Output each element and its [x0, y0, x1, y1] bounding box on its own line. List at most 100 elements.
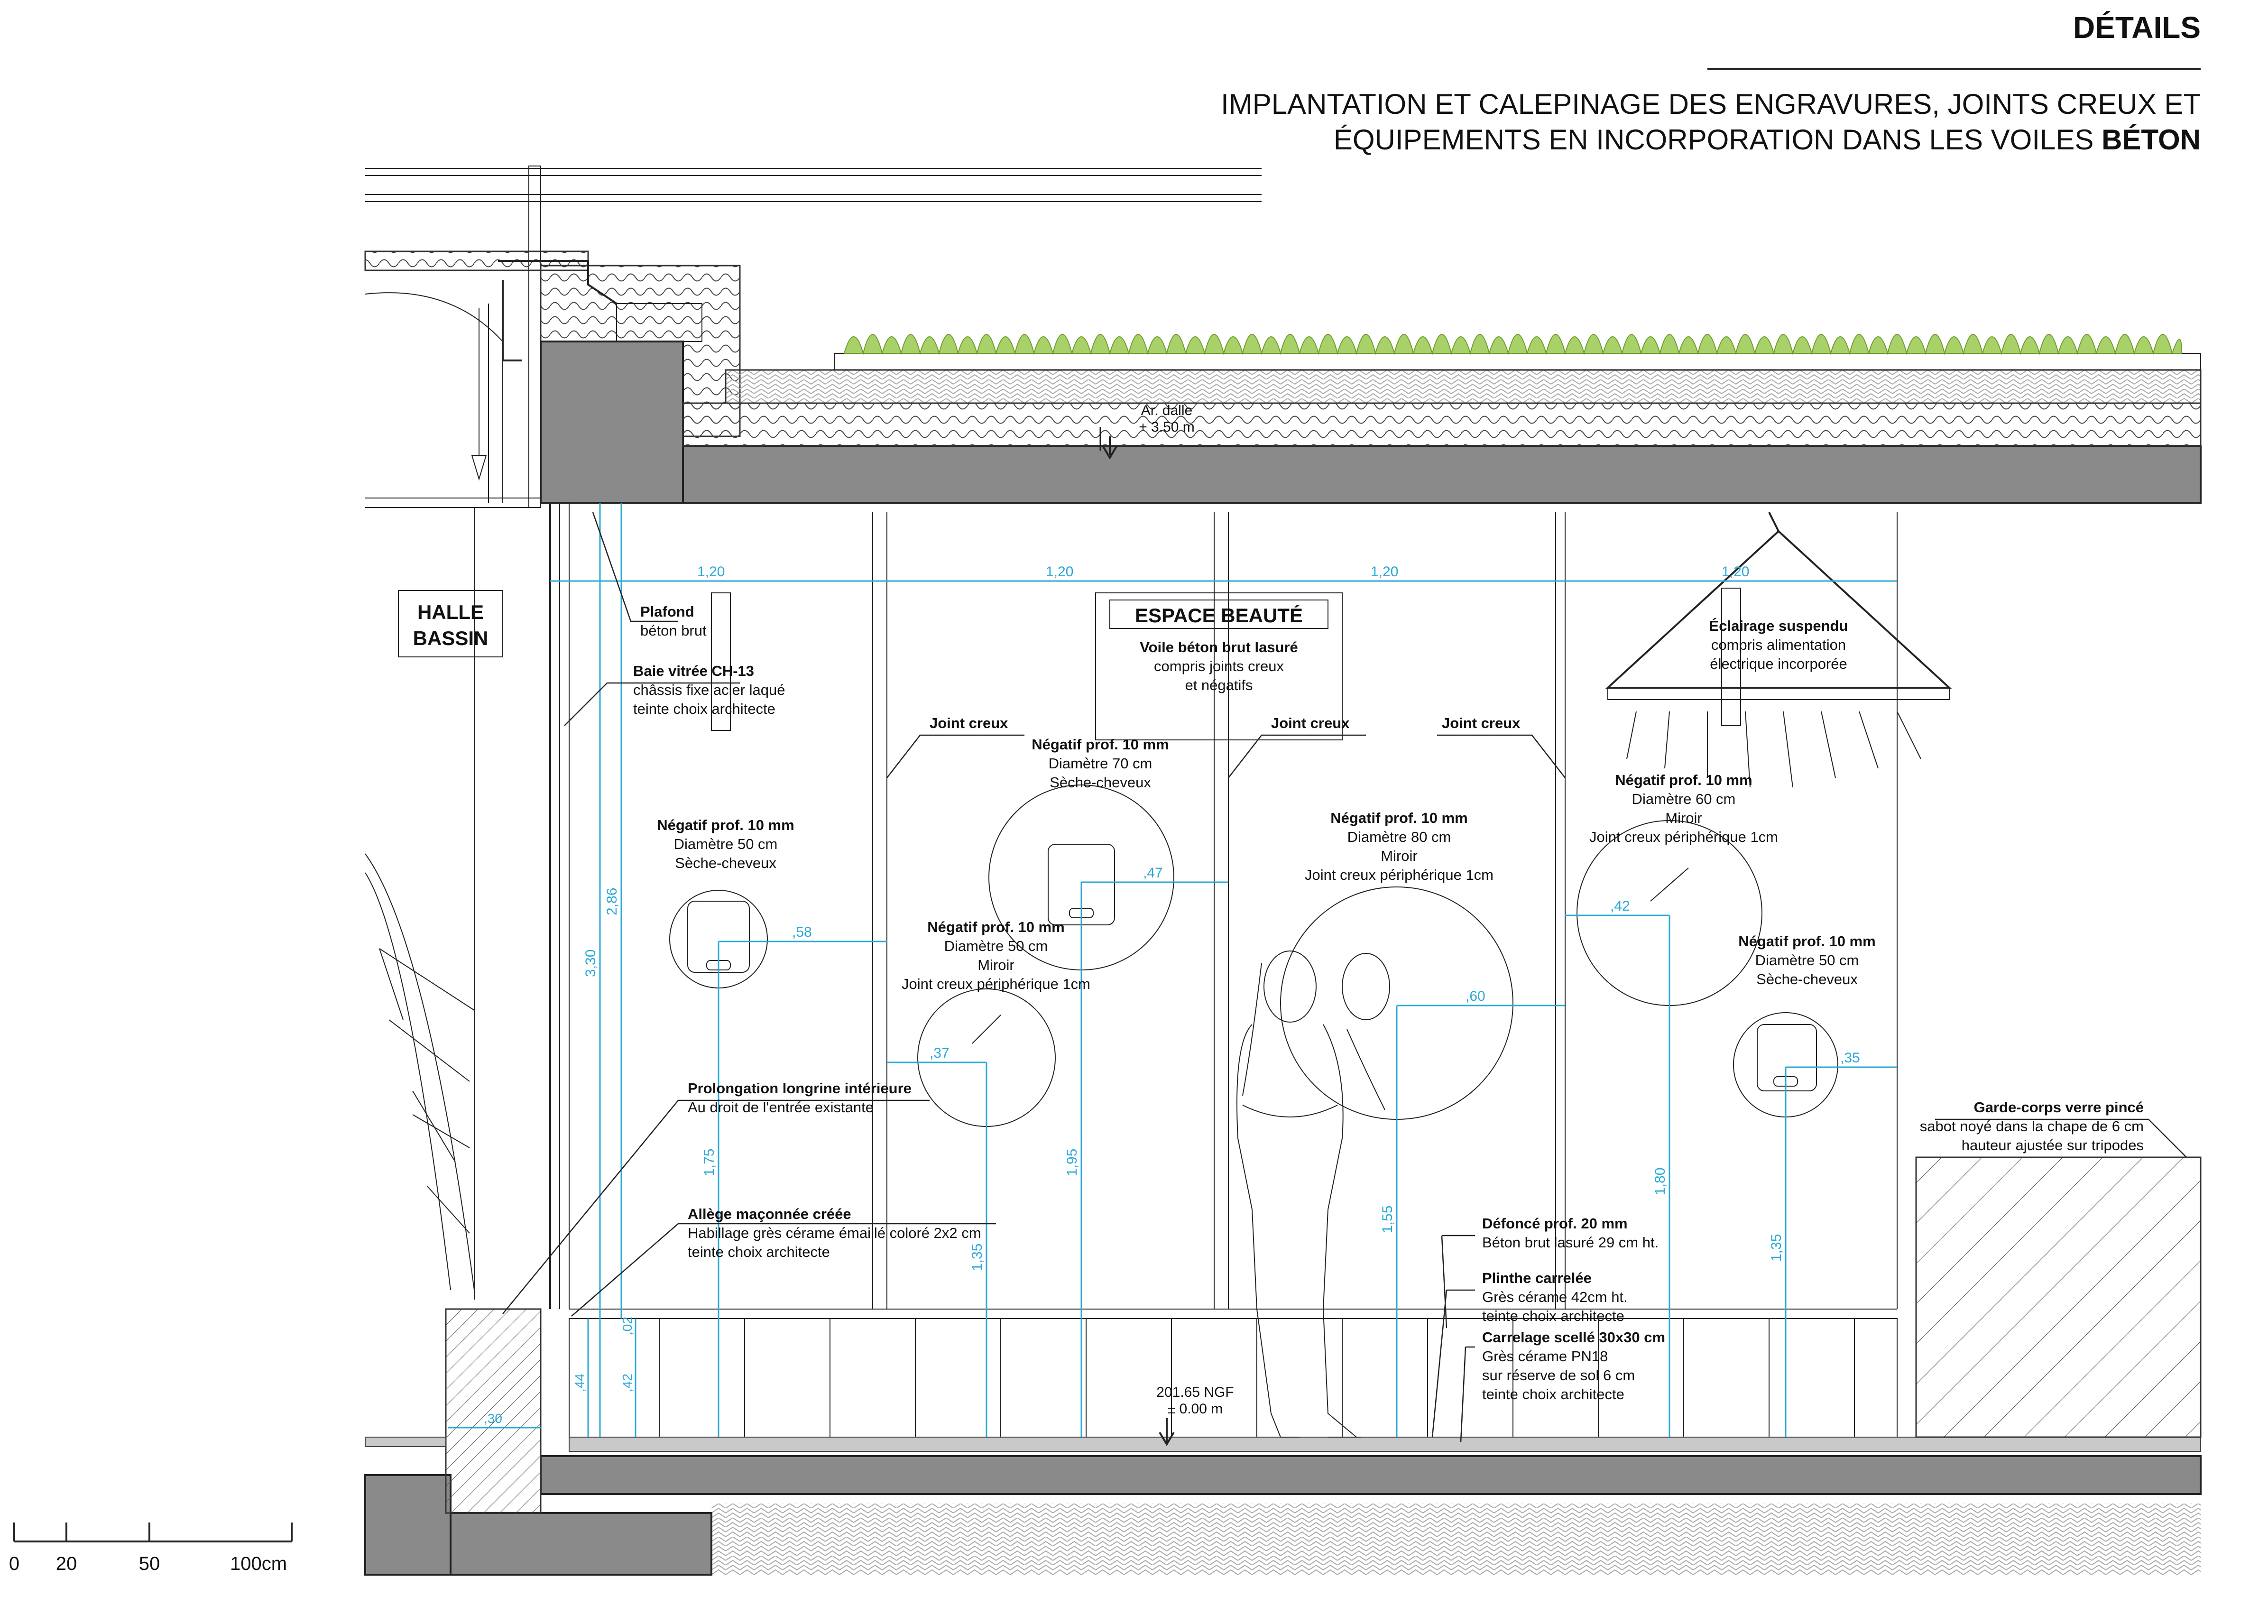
- neg6-line2: Sèche-cheveux: [1756, 971, 1858, 987]
- subtitle-line-1: IMPLANTATION ET CALEPINAGE DES ENGRAVURE…: [1221, 88, 2201, 120]
- defonce-title: Défoncé prof. 20 mm: [1482, 1215, 1628, 1232]
- eclairage-line1: compris alimentation: [1711, 637, 1846, 653]
- dalle-level-2: + 3.50 m: [1139, 419, 1195, 435]
- carrelage-title: Carrelage scellé 30x30 cm: [1482, 1329, 1665, 1346]
- neg3-line2: Miroir: [977, 957, 1014, 973]
- glass-guardrail: [1915, 1156, 2202, 1438]
- dim-h3: 1,20: [1371, 564, 1398, 580]
- neg6-title: Négatif prof. 10 mm: [1738, 933, 1875, 950]
- room-label-halle: HALLE BASSIN: [398, 590, 503, 657]
- person-silhouette: [1236, 950, 1390, 1438]
- concrete-wall: [549, 503, 1898, 1438]
- neg2-line1: Diamètre 70 cm: [1049, 755, 1152, 772]
- dim-d60: ,60: [1466, 988, 1485, 1004]
- neg4-line1: Diamètre 80 cm: [1347, 829, 1451, 845]
- scale-bar: 0 20 50 100cm: [9, 1522, 293, 1574]
- scale-100: 100cm: [230, 1553, 287, 1574]
- dim-d42: ,42: [1610, 898, 1630, 914]
- scale-50: 50: [139, 1553, 160, 1574]
- defonce-line1: Béton brut lasuré 29 cm ht.: [1482, 1234, 1659, 1251]
- neg2-line2: Sèche-cheveux: [1050, 774, 1151, 791]
- neg5-line2: Miroir: [1665, 810, 1702, 826]
- garde-title: Garde-corps verre pincé: [1974, 1099, 2144, 1116]
- subtitle-line-2-bold: BÉTON: [2102, 124, 2201, 156]
- neg6-line1: Diamètre 50 cm: [1755, 952, 1859, 969]
- plinth-tiles: [659, 1319, 1855, 1437]
- roof: [498, 260, 2202, 504]
- neg5-line1: Diamètre 60 cm: [1632, 791, 1736, 807]
- dim-v135b: 1,35: [1769, 1234, 1784, 1262]
- ngf-level-2: ± 0.00 m: [1168, 1401, 1223, 1417]
- plinthe-line1: Grès cérame 42cm ht.: [1482, 1289, 1628, 1305]
- neg1-line2: Sèche-cheveux: [675, 855, 776, 871]
- dim-d37: ,37: [930, 1045, 950, 1061]
- dim-v175: 1,75: [701, 1149, 717, 1176]
- plinthe-title: Plinthe carrelée: [1482, 1270, 1592, 1286]
- plinthe-line2: teinte choix architecte: [1482, 1308, 1624, 1324]
- dim-d35: ,35: [1840, 1050, 1860, 1066]
- neg4-line3: Joint creux périphérique 1cm: [1305, 867, 1494, 883]
- allege-line1: Habillage grès cérame émaillé coloré 2x2…: [688, 1225, 981, 1241]
- dim-d30: ,30: [484, 1411, 502, 1426]
- baie-title: Baie vitrée CH-13: [633, 663, 754, 679]
- dim-d58: ,58: [792, 924, 812, 940]
- scale-0: 0: [9, 1553, 19, 1574]
- section-title: DÉTAILS: [2073, 10, 2201, 45]
- floor: 201.65 NGF ± 0.00 m: [364, 1308, 2202, 1576]
- ngf-level-1: 201.65 NGF: [1156, 1384, 1234, 1400]
- neg3-title: Négatif prof. 10 mm: [927, 919, 1064, 935]
- dim-v286: 2,86: [604, 888, 620, 915]
- plafond-line1: béton brut: [640, 622, 707, 639]
- neg1-title: Négatif prof. 10 mm: [657, 817, 794, 833]
- neg4-title: Négatif prof. 10 mm: [1330, 810, 1467, 826]
- plafond-title: Plafond: [640, 603, 694, 620]
- voile-line2: et négatifs: [1185, 677, 1253, 693]
- voile-line1: compris joints creux: [1154, 658, 1284, 674]
- dim-h2: 1,20: [1046, 564, 1073, 580]
- roof-slab: [540, 341, 684, 504]
- subtitle-line-2: ÉQUIPEMENTS EN INCORPORATION DANS LES VO…: [1334, 124, 2201, 156]
- dalle-level-1: Ar. dalle: [1141, 403, 1192, 418]
- dim-v155: 1,55: [1380, 1206, 1395, 1233]
- neg2-title: Négatif prof. 10 mm: [1032, 736, 1169, 753]
- neg5-title: Négatif prof. 10 mm: [1615, 772, 1752, 788]
- halle-label-line1: HALLE: [417, 601, 484, 623]
- existing-building: [364, 166, 1262, 1300]
- joint-creux-2: Joint creux: [1271, 715, 1350, 731]
- suspended-light-fixture: [1605, 512, 1952, 788]
- green-roof-vegetation: [843, 334, 2183, 355]
- carrelage-line2: sur réserve de sol 6 cm: [1482, 1367, 1635, 1384]
- joint-creux-3: Joint creux: [1442, 715, 1521, 731]
- voile-title: Voile béton brut lasuré: [1140, 639, 1298, 655]
- garde-line1: sabot noyé dans la chape de 6 cm: [1920, 1118, 2144, 1135]
- neg3-line3: Joint creux périphérique 1cm: [902, 976, 1090, 992]
- annotations: Ar. dalle + 3.50 m Plafond béton brut Ba…: [502, 403, 2187, 1442]
- neg3-line1: Diamètre 50 cm: [944, 938, 1048, 954]
- subtitle-line-2-text: ÉQUIPEMENTS EN INCORPORATION DANS LES VO…: [1334, 124, 2102, 156]
- eclairage-line2: électrique incorporée: [1710, 655, 1847, 672]
- garde-line2: hauteur ajustée sur tripodes: [1962, 1137, 2144, 1153]
- dim-h4: 1,20: [1722, 564, 1749, 580]
- dim-v135a: 1,35: [969, 1244, 985, 1271]
- baie-line1: châssis fixe acier laqué: [633, 682, 785, 698]
- allege-line2: teinte choix architecte: [688, 1244, 830, 1260]
- dim-d44: ,44: [572, 1374, 587, 1392]
- neg1-line1: Diamètre 50 cm: [674, 836, 778, 852]
- dim-v195: 1,95: [1064, 1149, 1080, 1176]
- prolong-line1: Au droit de l'entrée existante: [688, 1099, 874, 1116]
- espace-beaute-label: ESPACE BEAUTÉ: [1135, 604, 1303, 627]
- joint-creux-1: Joint creux: [930, 715, 1008, 731]
- dimensions: 1,20 1,20 1,20 1,20 3,30 2,86 1,75 1,35 …: [448, 503, 1897, 1437]
- dim-d02: ,02: [620, 1317, 635, 1335]
- neg4-line2: Miroir: [1381, 848, 1418, 864]
- eclairage-title: Éclairage suspendu: [1709, 618, 1848, 634]
- header: DÉTAILS IMPLANTATION ET CALEPINAGE DES E…: [1221, 10, 2201, 156]
- dim-d47: ,47: [1143, 865, 1163, 881]
- halle-label-line2: BASSIN: [413, 627, 489, 649]
- carrelage-line1: Grès cérame PN18: [1482, 1348, 1608, 1365]
- dim-h1: 1,20: [697, 564, 725, 580]
- dim-d42b: ,42: [620, 1374, 635, 1392]
- neg5-line3: Joint creux périphérique 1cm: [1589, 829, 1778, 845]
- dim-v330: 3,30: [583, 950, 599, 977]
- allege-title: Allège maçonnée créée: [688, 1206, 851, 1222]
